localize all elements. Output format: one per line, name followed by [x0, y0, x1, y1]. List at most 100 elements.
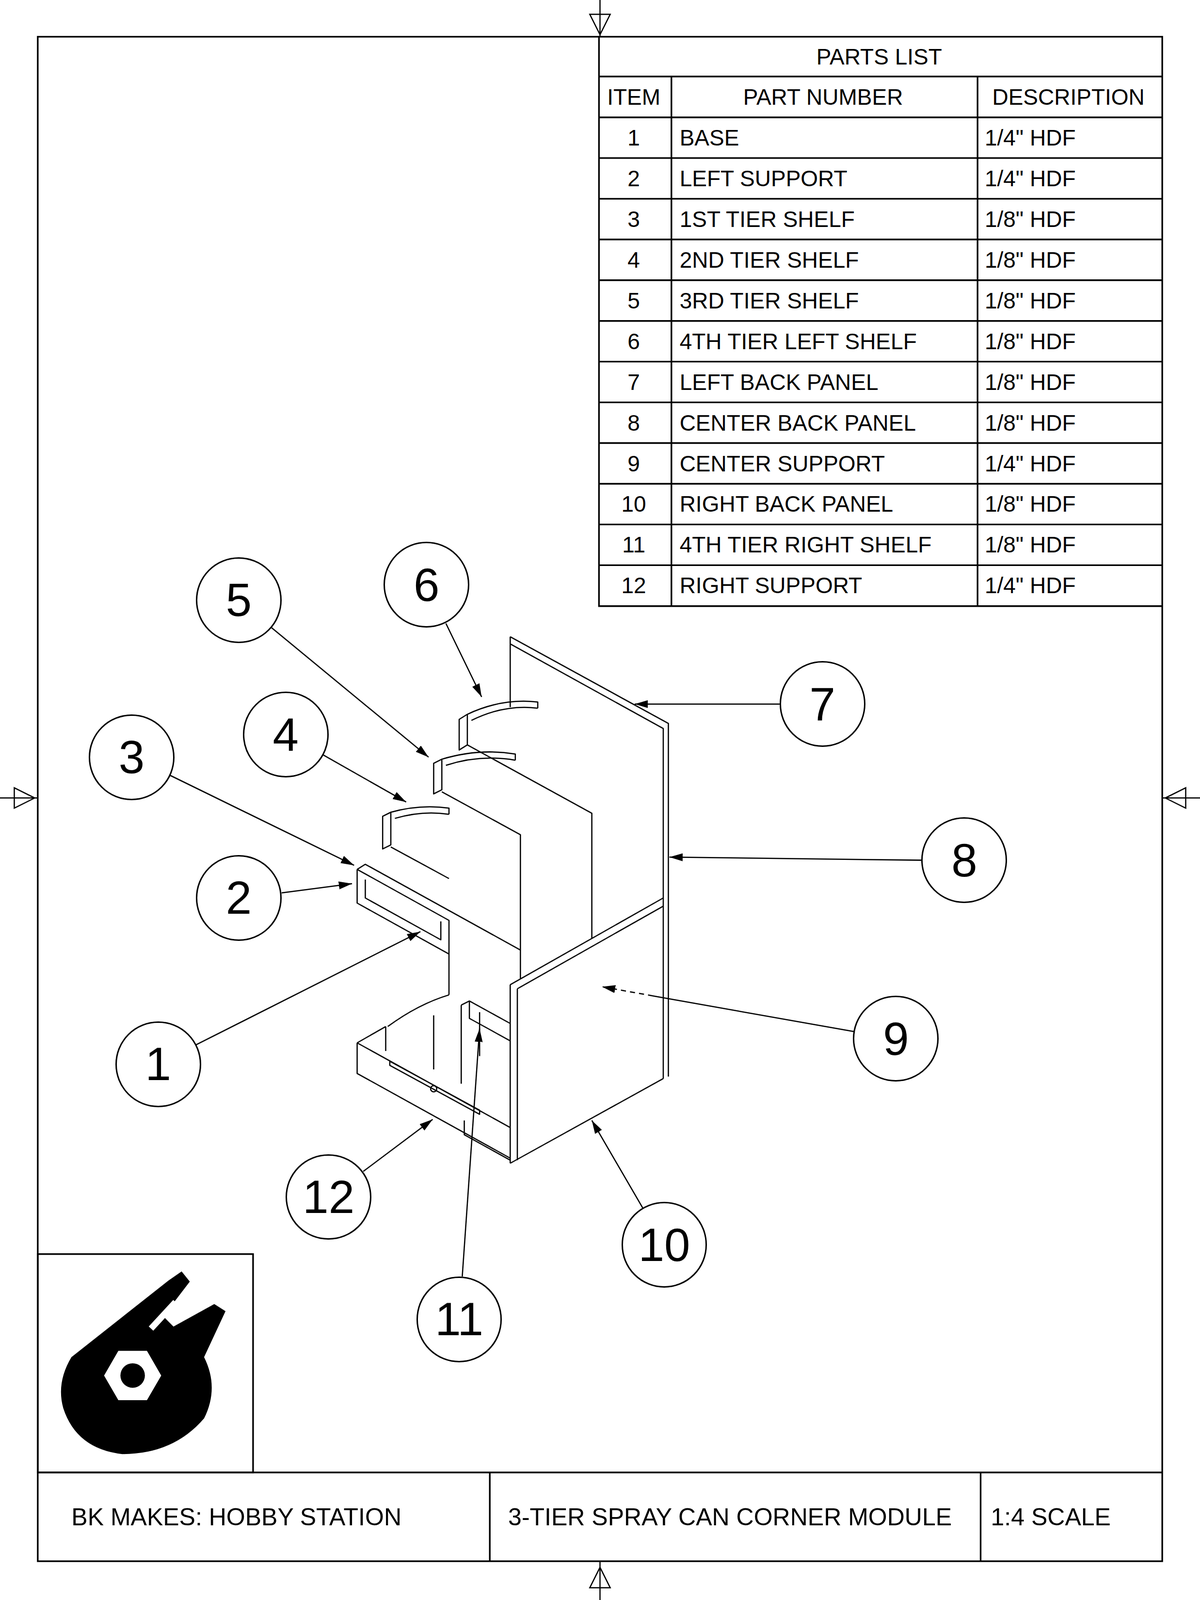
first-tier-shelf [357, 864, 521, 995]
part-description: 1/8" HDF [977, 483, 1163, 525]
title-block-text: 3-TIER SPRAY CAN CORNER MODULE [489, 1472, 981, 1561]
item-number: 3 [598, 198, 672, 240]
part-number: BASE [671, 117, 978, 159]
logo-nut [104, 1350, 162, 1400]
sheet-border [37, 36, 1163, 1561]
title-block-text: BK MAKES: HOBBY STATION [37, 1472, 490, 1561]
callout-circle: 11 [416, 1276, 503, 1362]
table-header: PART NUMBER [671, 76, 978, 118]
part-description: 1/8" HDF [977, 198, 1163, 240]
center-support [510, 897, 664, 1163]
leader-line [281, 883, 352, 893]
fourth-tier-left-shelf [459, 701, 592, 939]
callout-number: 5 [225, 576, 252, 624]
callout-number: 1 [145, 1040, 172, 1088]
callout-circle: 10 [621, 1201, 708, 1288]
third-tier-shelf [433, 751, 521, 978]
callout-number: 8 [951, 836, 977, 884]
leader-line [634, 703, 780, 705]
item-number: 1 [598, 117, 672, 159]
part-description: 1/4" HDF [977, 117, 1163, 159]
item-number: 2 [598, 158, 672, 199]
part-number: 2ND TIER SHELF [671, 239, 978, 281]
part-description: 1/4" HDF [977, 158, 1163, 199]
part-number: 3RD TIER SHELF [671, 280, 978, 321]
part-number: CENTER BACK PANEL [671, 402, 978, 444]
callout-circle: 1 [115, 1021, 202, 1107]
left-back-panel [510, 636, 669, 1079]
item-number: 5 [598, 280, 672, 321]
part-number: CENTER SUPPORT [671, 443, 978, 484]
callout-number: 7 [809, 680, 836, 728]
item-number: 9 [598, 443, 672, 484]
item-number: 8 [598, 402, 672, 444]
callout-number: 6 [413, 561, 440, 608]
callout-number: 12 [302, 1173, 355, 1220]
item-number: 6 [598, 320, 672, 362]
callout-circle: 3 [88, 714, 175, 800]
leader-line [653, 995, 855, 1032]
part-number: LEFT SUPPORT [671, 158, 978, 199]
leader-line [170, 775, 354, 865]
callout-circle: 7 [779, 660, 866, 747]
part-description: 1/8" HDF [977, 280, 1163, 321]
callout-circle: 5 [195, 557, 282, 643]
leader-line [462, 1028, 480, 1277]
logo-box [37, 1253, 254, 1472]
part-description: 1/4" HDF [977, 443, 1163, 484]
leader-line [669, 856, 922, 860]
table-header: DESCRIPTION [977, 76, 1163, 118]
part-description: 1/8" HDF [977, 320, 1163, 362]
center-mark [589, 0, 610, 37]
item-number: 10 [598, 483, 672, 525]
hole [430, 1085, 437, 1092]
part-description: 1/8" HDF [977, 524, 1163, 565]
leader-line [323, 754, 406, 802]
leader-line [446, 623, 482, 697]
part-description: 1/8" HDF [977, 402, 1163, 444]
second-tier-shelf [382, 806, 449, 879]
callout-circle: 9 [852, 995, 939, 1082]
callout-number: 4 [272, 711, 299, 758]
part-number: 4TH TIER RIGHT SHELF [671, 524, 978, 565]
item-number: 12 [598, 564, 672, 606]
leader-line [363, 1119, 433, 1171]
callout-circle: 8 [921, 816, 1008, 903]
fourth-tier-right-shelf [461, 1000, 511, 1084]
center-mark [0, 787, 38, 808]
table-title: PARTS LIST [598, 36, 1163, 77]
item-number: 7 [598, 361, 672, 403]
leader-line [592, 1120, 643, 1208]
callout-circle: 4 [242, 691, 329, 778]
part-description: 1/8" HDF [977, 239, 1163, 281]
callout-number: 11 [434, 1295, 484, 1343]
logo-slot [150, 1301, 176, 1329]
item-number: 4 [598, 239, 672, 281]
callout-circle: 12 [285, 1153, 372, 1240]
logo-shape [61, 1271, 226, 1455]
title-block-text: 1:4 SCALE [980, 1472, 1163, 1561]
logo-hole [120, 1362, 145, 1388]
hidden-leader-line [602, 986, 654, 996]
part-description: 1/4" HDF [977, 564, 1163, 606]
part-description: 1/8" HDF [977, 361, 1163, 403]
item-number: 11 [598, 524, 672, 565]
leader-line [195, 931, 421, 1045]
callout-circle: 6 [383, 541, 470, 628]
part-number: 4TH TIER LEFT SHELF [671, 320, 978, 362]
right-support [357, 994, 511, 1160]
callout-number: 3 [118, 733, 145, 781]
logo [61, 1271, 226, 1455]
center-mark [1162, 787, 1200, 808]
part-number: 1ST TIER SHELF [671, 198, 978, 240]
part-number: RIGHT SUPPORT [671, 564, 978, 606]
part-number: RIGHT BACK PANEL [671, 483, 978, 525]
parts-table-grid [598, 36, 1163, 607]
table-header: ITEM [598, 76, 672, 118]
part-number: LEFT BACK PANEL [671, 361, 978, 403]
callout-number: 10 [638, 1221, 691, 1268]
callout-number: 2 [225, 874, 252, 921]
title-block-lines [37, 1472, 1163, 1561]
